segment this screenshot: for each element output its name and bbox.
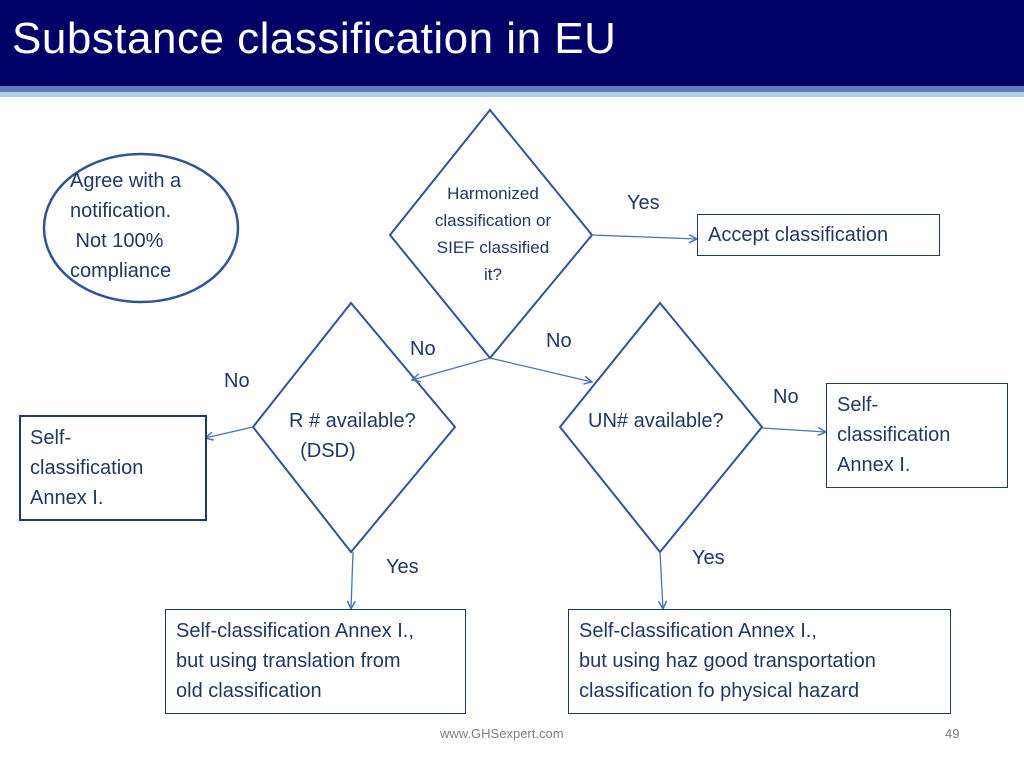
edge-label-r-no: No [224,370,250,392]
edge-label-harmonized-no-left: No [410,338,436,360]
footer-url: www.GHSexpert.com [440,726,564,741]
arrow-r-yes [351,551,353,609]
arrow-harmonized-no-right [489,357,592,382]
decision-line: UN# available? [588,410,724,432]
outcome-line: Accept classification [708,224,889,246]
page-number: 49 [945,726,960,741]
arrow-harmonized-no-left [412,357,491,380]
slide-title: Substance classification in EU [12,14,617,63]
decision-harmonized-text: Harmonized classification or SIEF classi… [408,180,578,288]
decision-line: it? [484,265,502,284]
decision-line: Harmonized [447,184,539,203]
outcome-line: Self- [837,394,879,416]
decision-line: SIEF classified [436,238,550,257]
title-bar: Substance classification in EU [0,0,1024,86]
outcome-transport-box [568,609,951,714]
outcome-self-right-text: Self- classification Annex I. [837,390,950,480]
outcome-self-right-box [826,383,1008,488]
outcome-line: Annex I. [30,487,104,509]
outcome-line: classification [30,457,144,479]
outcome-line: old classification [176,680,322,702]
edge-label-un-no: No [773,386,799,408]
decision-line: (DSD) [289,440,356,462]
outcome-line: classification [837,424,951,446]
edge-label-r-yes: Yes [386,556,419,578]
arrow-un-yes [660,551,663,609]
decision-r-number-text: R # available? (DSD) [289,406,416,466]
outcome-line: Annex I. [837,454,911,476]
outcome-line: but using translation from [176,650,401,672]
outcome-transport-text: Self-classification Annex I., but using … [579,616,876,706]
note-line: Not 100% [70,230,164,252]
decision-line: R # available? [289,410,416,432]
outcome-self-left-box [19,415,207,521]
note-ellipse [42,152,240,304]
arrow-harmonized-yes [591,235,697,239]
outcome-line: classification fo physical hazard [579,680,860,702]
arrow-un-no [761,428,826,432]
title-rule-dark [0,86,1024,92]
outcome-line: Self-classification Annex I., [579,620,817,642]
decision-un-number-text: UN# available? [588,406,724,436]
outcome-line: Self-classification Annex I., [176,620,414,642]
outcome-line: but using haz good transportation [579,650,876,672]
note-line: Agree with a [70,170,182,192]
arrow-r-no [205,426,254,438]
note-line: compliance [70,260,172,282]
note-text: Agree with a notification. Not 100% comp… [70,166,181,286]
note-line: notification. [70,200,172,222]
decision-r-number-diamond [251,301,457,554]
edge-label-harmonized-yes: Yes [627,192,660,214]
outcome-accept-box [697,214,940,256]
edge-label-un-yes: Yes [692,547,725,569]
decision-line: classification or [434,211,552,230]
outcome-translation-box [165,609,466,714]
outcome-accept-text: Accept classification [708,220,888,250]
outcome-self-left-text: Self- classification Annex I. [30,423,143,513]
edge-label-harmonized-no-right: No [546,330,572,352]
outcome-line: Self- [30,427,72,449]
outcome-translation-text: Self-classification Annex I., but using … [176,616,414,706]
title-rule-light [0,92,1024,97]
